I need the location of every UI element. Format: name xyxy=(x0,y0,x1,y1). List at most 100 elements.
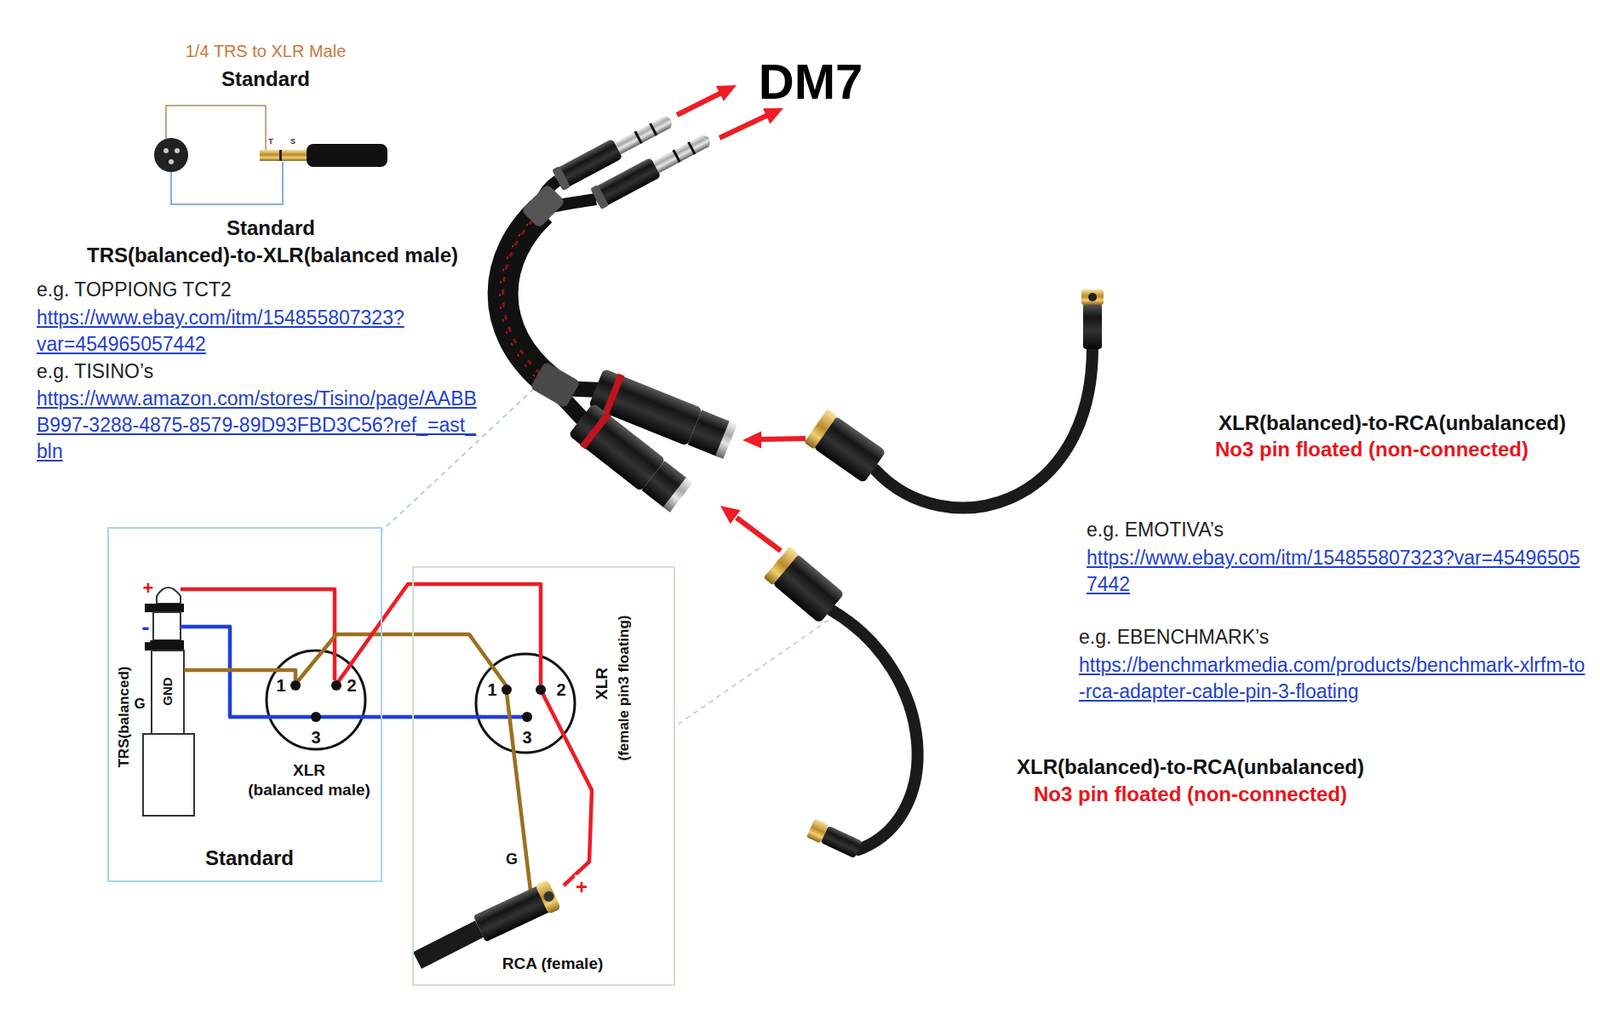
wire xyxy=(338,584,541,685)
red-arrow xyxy=(676,92,722,115)
trs-cable xyxy=(521,183,566,229)
pin-number: 2 xyxy=(345,675,357,696)
signal-name: GND xyxy=(160,676,176,706)
trs-plug xyxy=(590,184,609,210)
xlr-male-connector xyxy=(663,477,694,513)
xlr-icon xyxy=(163,148,169,154)
rca-connector xyxy=(1088,292,1097,302)
trs-plug xyxy=(664,114,675,128)
leader-line xyxy=(675,614,837,727)
xlr-female-connector xyxy=(763,546,846,625)
pin-dot xyxy=(501,684,512,695)
terminal-letter: S xyxy=(290,137,296,147)
pin-number: 3 xyxy=(309,727,322,748)
xlr-male-connector xyxy=(567,401,695,515)
pin-dot xyxy=(521,711,533,723)
trs-plug xyxy=(702,132,713,147)
signal-name: - xyxy=(140,613,150,643)
cable-title: XLR(balanced)-to-RCA(unbalanced) xyxy=(1016,755,1365,780)
trs-plug-schematic xyxy=(144,640,184,651)
red-arrow xyxy=(736,517,781,551)
pin-dot xyxy=(331,680,342,691)
connector-name: (female pin3 floating) xyxy=(615,615,633,762)
red-arrow xyxy=(762,108,784,124)
pin-dot xyxy=(535,684,546,695)
signal-name: G xyxy=(504,850,519,870)
xlr-icon xyxy=(306,143,388,167)
xlr-female-connector xyxy=(763,408,888,625)
warning-note: No3 pin floated (non-connected) xyxy=(1033,782,1348,808)
xlr-rca-cable xyxy=(831,610,918,850)
trs-plug xyxy=(648,122,658,137)
pin-number: 1 xyxy=(486,679,498,700)
xlr-female-connector xyxy=(803,408,887,484)
device-name: DM7 xyxy=(758,51,863,112)
section-heading: Standard xyxy=(226,216,316,241)
cable-title: XLR(balanced)-to-RCA(unbalanced) xyxy=(1218,411,1566,436)
wire xyxy=(180,584,592,891)
xlr-icon xyxy=(154,105,388,205)
xlr-male-connector xyxy=(567,367,739,515)
rca-connector xyxy=(542,889,557,904)
trs-cable xyxy=(529,361,581,408)
url-link: https://www.ebay.com/itm/154855807323?va… xyxy=(1086,544,1585,598)
xlr-female-connector xyxy=(763,546,800,586)
xlr-icon xyxy=(168,159,174,165)
terminal-letter: T xyxy=(268,137,274,147)
rca-connector xyxy=(806,818,829,844)
trs-plug-schematic xyxy=(143,587,195,816)
signal-name: + xyxy=(142,577,155,600)
rca-connector xyxy=(806,818,863,860)
trs-plug-schematic xyxy=(151,650,184,735)
url-link: https://benchmarkmedia.com/products/benc… xyxy=(1078,652,1586,706)
xlr-icon xyxy=(154,137,189,173)
pin-dot xyxy=(290,680,301,691)
xlr-male-connector xyxy=(579,411,612,449)
xlr-pin-circle xyxy=(475,653,575,753)
pin-dot xyxy=(310,711,322,723)
wire xyxy=(180,626,528,717)
signal-name: G xyxy=(132,695,146,713)
trs-plug xyxy=(551,109,715,211)
trs-plug xyxy=(672,149,682,164)
wire xyxy=(542,693,592,886)
xlr-rca-cable xyxy=(875,347,1093,508)
schematic-panel: Standard xyxy=(107,527,383,883)
warning-note: No3 pin floated (non-connected) xyxy=(1215,437,1529,463)
trs-plug-schematic xyxy=(143,734,195,816)
signal-name: + xyxy=(574,875,589,901)
trs-plug xyxy=(634,131,643,145)
trs-cable xyxy=(499,180,600,419)
section-heading: TRS(balanced)-to-XLR(balanced male) xyxy=(86,243,459,269)
diagram-heading: 1/4 TRS to XLR Male xyxy=(185,40,347,62)
trs-plug xyxy=(614,115,671,155)
red-arrow xyxy=(760,438,806,440)
trs-plug xyxy=(653,134,710,173)
rca-connector xyxy=(1083,303,1102,350)
trs-cable xyxy=(503,211,550,382)
url-link: https://www.amazon.com/stores/Tisino/pag… xyxy=(36,385,480,465)
trs-plug-schematic xyxy=(156,587,181,604)
xlr-male-connector xyxy=(602,373,625,416)
wire xyxy=(297,634,507,687)
pin-number: 1 xyxy=(275,675,287,696)
rca-connector xyxy=(417,929,480,961)
xlr-icon xyxy=(279,149,282,161)
example-note: e.g. TOPPIONG TCT2 xyxy=(36,278,232,303)
schematic-panel: RCA (female) xyxy=(412,566,676,987)
xlr-male-connector xyxy=(715,421,738,460)
example-note: e.g. TISINO’s xyxy=(36,360,154,385)
xlr-icon xyxy=(174,148,180,154)
connector-name: (balanced male) xyxy=(247,780,371,801)
red-arrow xyxy=(742,430,762,448)
rca-connector xyxy=(1081,289,1104,305)
example-note: e.g. EMOTIVA’s xyxy=(1086,518,1224,543)
connector-name: XLR xyxy=(292,761,326,781)
xlr-icon xyxy=(259,149,307,161)
trs-cable xyxy=(521,183,566,229)
xlr-male-connector xyxy=(642,460,689,509)
xlr-female-connector xyxy=(803,408,838,449)
url-link: https://www.ebay.com/itm/154855807323?va… xyxy=(36,304,488,358)
trs-plug xyxy=(551,166,571,191)
